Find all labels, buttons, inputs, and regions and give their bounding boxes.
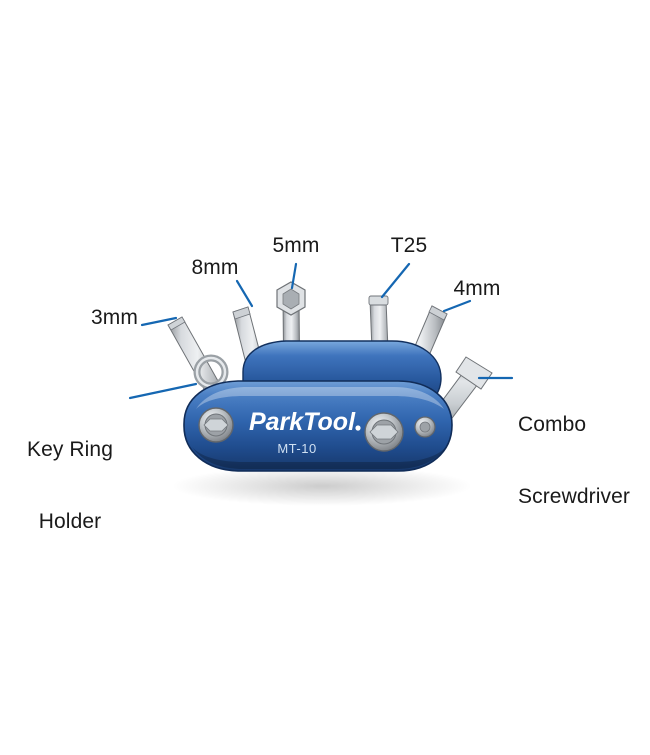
callout-label-8mm: 8mm [191, 256, 239, 279]
callout-label-key-ring-holder: Key Ring Holder [6, 390, 134, 582]
callout-label-key-ring-holder-line1: Key Ring [26, 438, 113, 461]
tool-body: ParkTool MT-10 [183, 340, 453, 472]
body-highlight [196, 387, 444, 409]
callout-label-3mm: 3mm [91, 306, 138, 329]
pivot-bolt-left [198, 407, 234, 443]
callout-label-combo-screwdriver-line1: Combo [518, 413, 587, 436]
drop-shadow [172, 466, 472, 506]
brand-logo: ParkTool [249, 408, 361, 436]
callout-label-combo-screwdriver-line2: Screwdriver [518, 485, 630, 508]
pivot-bolt-far-right [414, 416, 436, 438]
pivot-bolt-right [364, 412, 404, 452]
callout-label-key-ring-holder-line2: Holder [38, 510, 102, 533]
brand-text: ParkTool [249, 408, 356, 436]
body-shade [192, 447, 446, 469]
callout-label-combo-screwdriver: Combo Screwdriver [518, 365, 650, 557]
model-text: MT-10 [277, 441, 316, 456]
callout-label-t25: T25 [390, 234, 428, 257]
callout-label-5mm: 5mm [272, 234, 320, 257]
brand-registered-dot [355, 425, 361, 431]
callout-label-4mm: 4mm [453, 277, 501, 300]
